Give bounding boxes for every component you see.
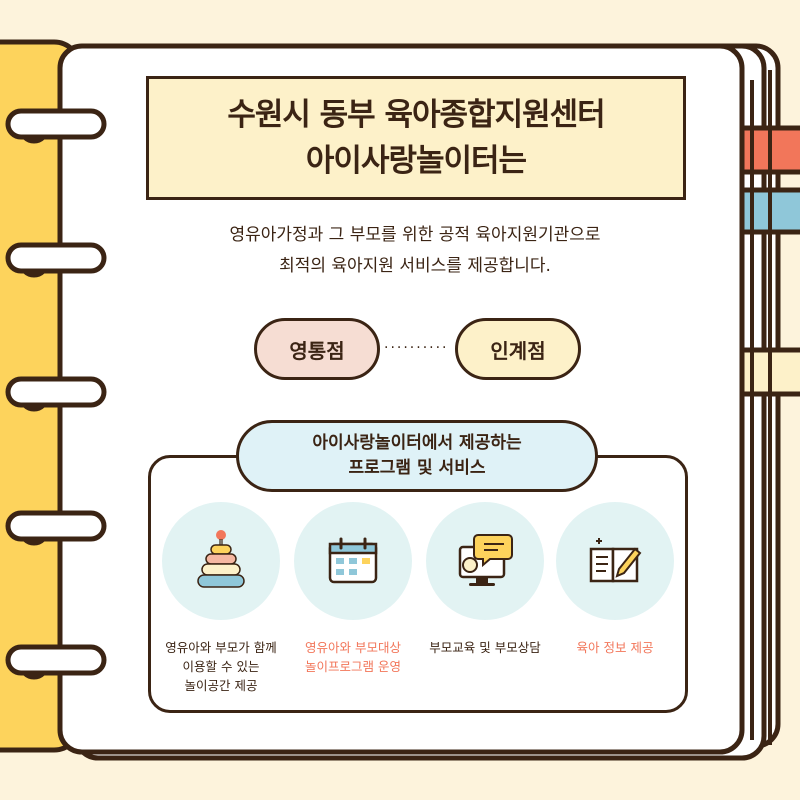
title-box: 수원시 동부 육아종합지원센터 아이사랑놀이터는 (146, 76, 686, 200)
branch-ingye: 인계점 (455, 318, 581, 380)
binder-ring (5, 644, 107, 680)
binder-ring (5, 376, 107, 412)
binder-rings (5, 108, 107, 680)
notebook-pencil-icon (589, 538, 642, 583)
ring-stacker-toy-icon (197, 530, 245, 588)
title-line-2: 아이사랑놀이터는 (305, 143, 527, 179)
branch-connector: ·········· (384, 340, 449, 356)
service-label: 육아 정보 제공 (576, 640, 654, 655)
service-icon-circle (556, 502, 674, 620)
programs-heading-line-1: 아이사랑놀이터에서 제공하는 (312, 433, 522, 453)
service-icon-circle (426, 502, 544, 620)
service-icon-circle (162, 502, 280, 620)
binder-ring (5, 510, 107, 546)
binder-ring (5, 108, 107, 144)
description-line-1: 영유아가정과 그 부모를 위한 공적 육아지원기관으로 (229, 225, 601, 245)
service-label: 부모교육 및 부모상담 (429, 640, 541, 655)
branch-yeongtong: 영통점 (254, 318, 380, 380)
service-item-parent-education: 부모교육 및 부모상담 (423, 502, 547, 657)
service-label: 영유아와 부모대상 놀이프로그램 운영 (305, 640, 401, 674)
service-item-parenting-info: 육아 정보 제공 (553, 502, 677, 657)
service-label: 영유아와 부모가 함께 이용할 수 있는 놀이공간 제공 (165, 640, 277, 693)
service-item-play-space: 영유아와 부모가 함께 이용할 수 있는 놀이공간 제공 (159, 502, 283, 695)
service-icon-circle (294, 502, 412, 620)
service-item-play-program: 영유아와 부모대상 놀이프로그램 운영 (291, 502, 415, 676)
description-line-2: 최적의 육아지원 서비스를 제공합니다. (279, 256, 551, 276)
programs-heading-line-2: 프로그램 및 서비스 (348, 458, 486, 478)
calendar-icon (328, 537, 378, 584)
title-line-1: 수원시 동부 육아종합지원센터 (227, 97, 605, 133)
programs-heading: 아이사랑놀이터에서 제공하는 프로그램 및 서비스 (236, 420, 598, 492)
monitor-chat-icon (458, 534, 513, 586)
description: 영유아가정과 그 부모를 위한 공적 육아지원기관으로 최적의 육아지원 서비스… (150, 220, 680, 282)
binder-ring (5, 242, 107, 278)
